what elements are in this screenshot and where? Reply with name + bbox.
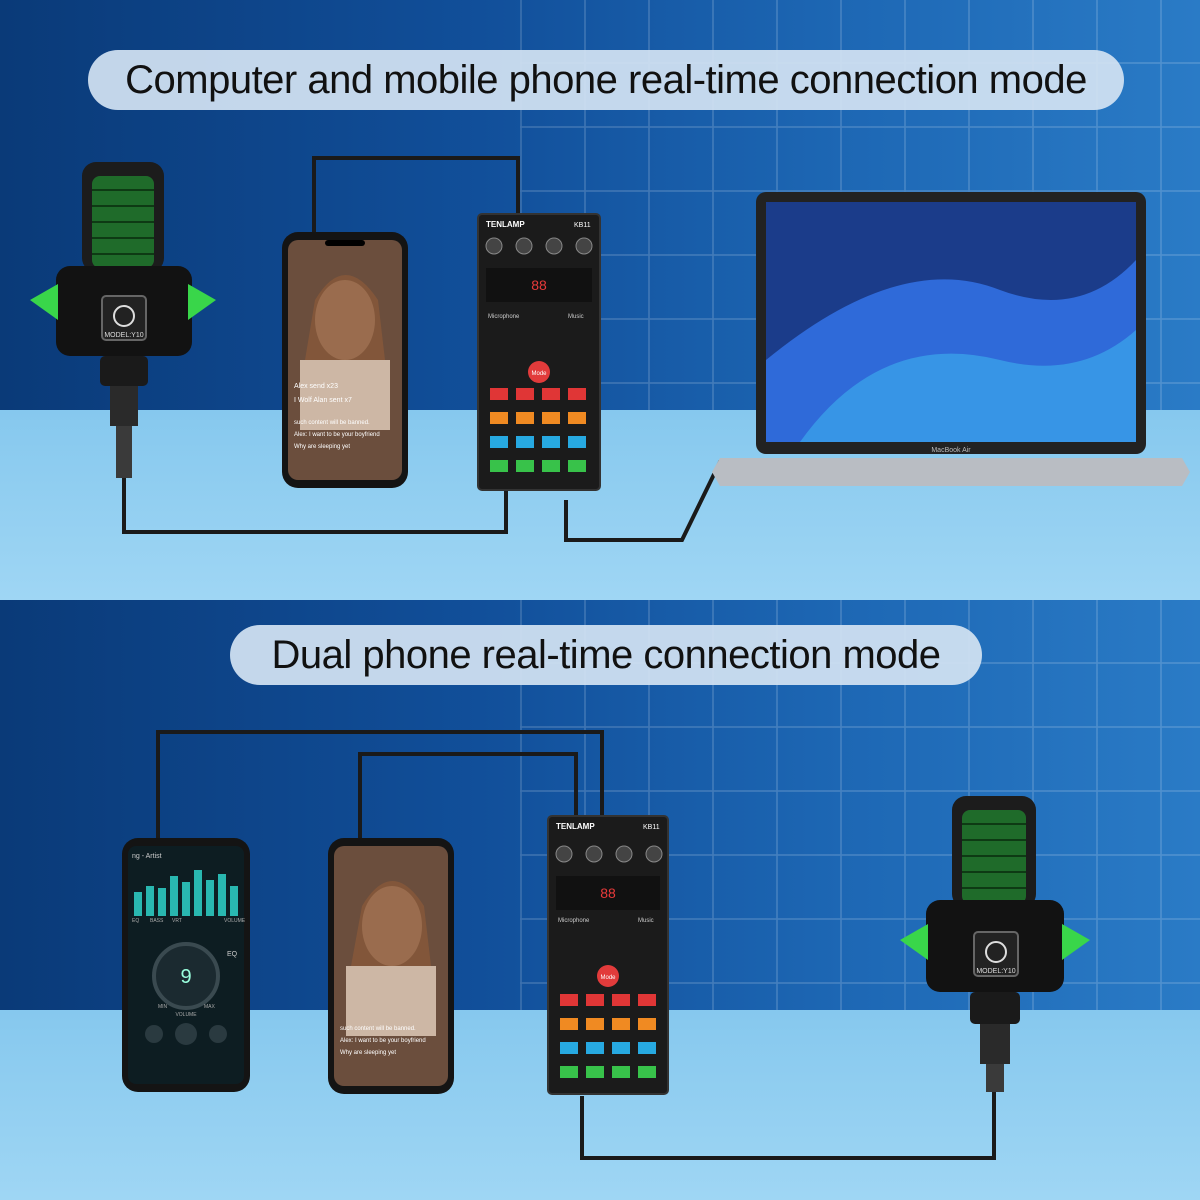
cable-phone1-to-card <box>156 730 604 840</box>
music-tab-bass: BASS <box>150 918 164 924</box>
top-scene: MODEL:Y10 Alex send x23 I Wolf Alan sent… <box>30 156 1190 542</box>
chat-line-3: such content will be banned. <box>340 1026 416 1032</box>
bottom-caption: Dual phone real-time connection mode <box>230 625 982 685</box>
chat-line-1: Alex send x23 <box>294 383 338 390</box>
pad-row-blue <box>560 1042 656 1054</box>
card-mode-button: Mode <box>600 975 616 981</box>
music-track: ng - Artist <box>132 853 162 860</box>
card-section-music: Music <box>568 314 584 320</box>
bottom-section: ng - Artist EQ BASS VRT VOLUME 9 <box>0 600 1200 1200</box>
bottom-scene: ng - Artist EQ BASS VRT VOLUME 9 <box>122 730 1090 1160</box>
chat-line-4: Alex: I want to be your boyfriend <box>294 432 380 438</box>
laptop-label: MacBook Air <box>931 447 971 454</box>
cable-card-to-mic <box>580 1090 996 1160</box>
chat-line-5: Why are sleeping yet <box>294 444 350 450</box>
music-tab-vrt: VRT <box>172 918 182 924</box>
cable-phone2-to-card <box>358 752 578 840</box>
card-mode-button: Mode <box>531 371 547 377</box>
card-section-music: Music <box>638 918 654 924</box>
sound-card: TENLAMP KB11 88 Microphone Music Mode <box>547 815 669 1095</box>
music-knob-label: VOLUME <box>175 1012 197 1018</box>
top-section: MODEL:Y10 Alex send x23 I Wolf Alan sent… <box>0 0 1200 600</box>
cable-group <box>122 156 735 542</box>
card-section-mic: Microphone <box>558 918 590 924</box>
music-max: MAX <box>204 1004 216 1010</box>
pad-row-blue <box>490 436 586 448</box>
music-volume-value: 9 <box>180 966 191 988</box>
microphone: MODEL:Y10 <box>900 796 1090 1092</box>
phone-live-2: such content will be banned. Alex: I wan… <box>328 838 454 1094</box>
microphone: MODEL:Y10 <box>30 162 216 478</box>
music-eq-label: EQ <box>227 951 238 958</box>
music-controls <box>145 1023 227 1045</box>
card-section-mic: Microphone <box>488 314 520 320</box>
chat-line-2: I Wolf Alan sent x7 <box>294 397 352 404</box>
music-min: MIN <box>158 1004 168 1010</box>
pad-row-red <box>490 388 586 400</box>
card-brand: TENLAMP <box>556 822 595 831</box>
music-tab-eq: EQ <box>132 918 139 924</box>
music-volume-label: VOLUME <box>224 918 246 924</box>
pad-row-green <box>560 1066 656 1078</box>
laptop: MacBook Air <box>712 192 1190 486</box>
card-model: KB11 <box>643 824 660 831</box>
card-model: KB11 <box>574 222 591 229</box>
card-brand: TENLAMP <box>486 220 525 229</box>
phone-music: ng - Artist EQ BASS VRT VOLUME 9 <box>122 838 250 1092</box>
card-display: 88 <box>531 277 547 293</box>
chat-line-3: such content will be banned. <box>294 420 370 426</box>
cable-phone-to-card <box>312 156 520 236</box>
pad-row-orange <box>490 412 586 424</box>
chat-line-5: Why are sleeping yet <box>340 1050 396 1056</box>
top-caption: Computer and mobile phone real-time conn… <box>88 50 1124 110</box>
sound-card: TENLAMP KB11 88 Microphone Music Mode <box>477 213 601 491</box>
pad-row-green <box>490 460 586 472</box>
spectrum-bars <box>134 870 238 916</box>
pad-row-orange <box>560 1018 656 1030</box>
card-display: 88 <box>600 885 616 901</box>
cable-group <box>156 730 996 1160</box>
phone-live: Alex send x23 I Wolf Alan sent x7 such c… <box>282 232 408 488</box>
mic-badge: MODEL:Y10 <box>976 968 1015 975</box>
chat-line-4: Alex: I want to be your boyfriend <box>340 1038 426 1044</box>
pad-row-red <box>560 994 656 1006</box>
mic-badge: MODEL:Y10 <box>104 332 143 339</box>
cable-mic-to-card <box>122 478 508 534</box>
